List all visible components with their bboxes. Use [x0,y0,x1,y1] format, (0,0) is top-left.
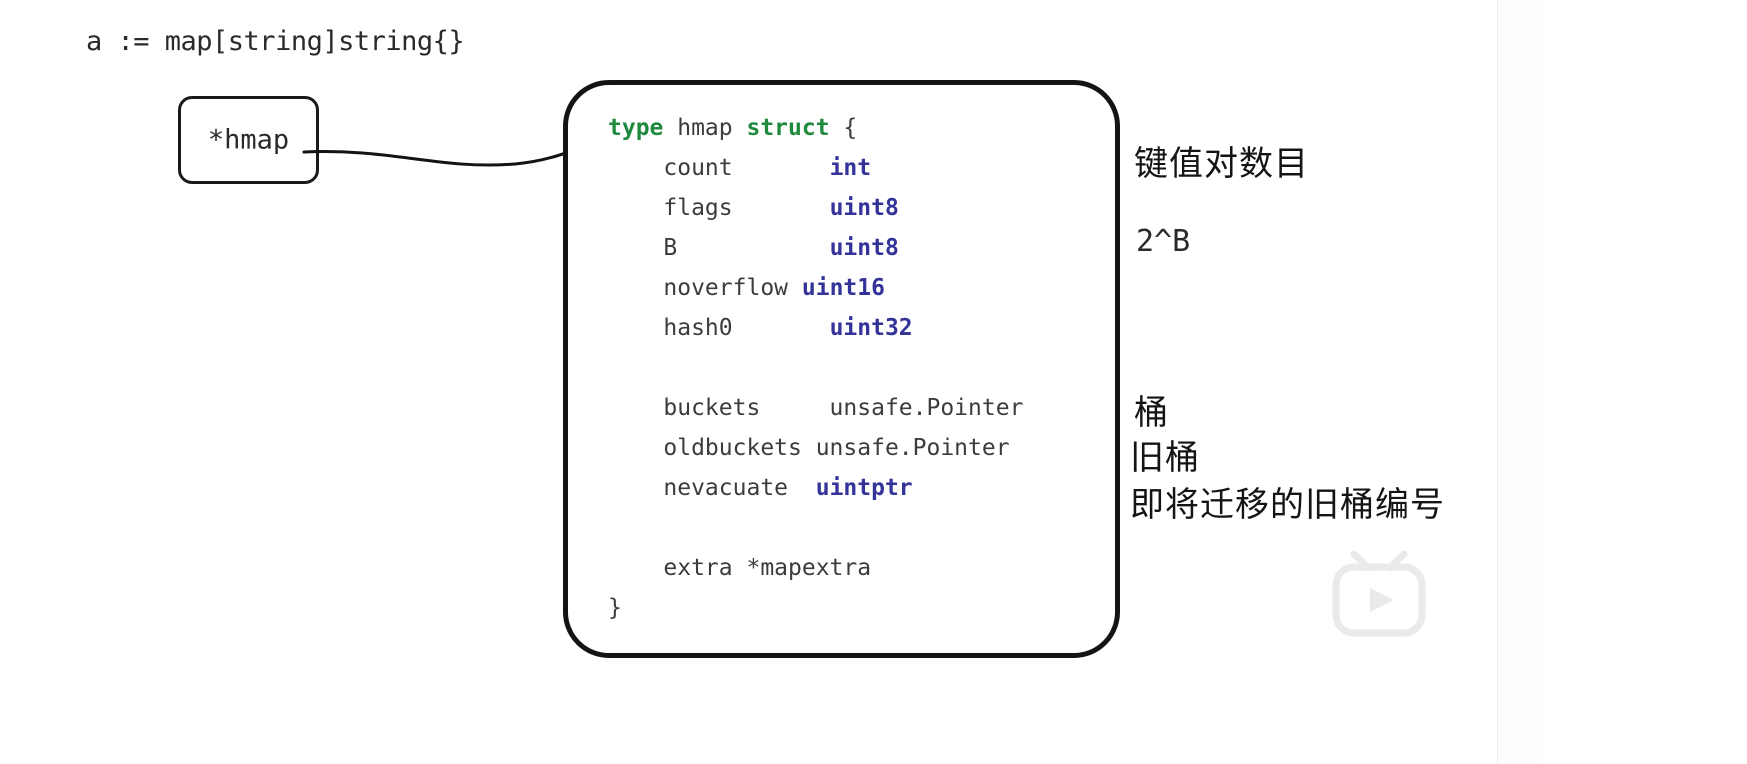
code-line: count int [608,148,1108,188]
code-token [608,355,622,381]
annotation-oldbuckets: 旧桶 [1130,438,1200,478]
annotation-b-exponent: 2^B [1136,224,1191,259]
code-token: { [829,115,858,141]
code-line: oldbuckets unsafe.Pointer [608,428,1108,468]
code-line: noverflow uint16 [608,268,1108,308]
code-line: type hmap struct { [608,108,1108,148]
code-token: hash0 [608,315,830,341]
code-line: hash0 uint32 [608,308,1108,348]
code-line [608,508,1108,548]
code-token: uintptr [815,475,913,501]
video-player-watermark-icon [1332,550,1426,637]
code-line [608,348,1108,388]
code-token: struct [746,115,830,141]
code-token: uint16 [801,275,885,301]
hmap-struct-code: type hmap struct { count int flags uint8… [608,108,1108,628]
code-line: buckets unsafe.Pointer [608,388,1108,428]
code-line: flags uint8 [608,188,1108,228]
code-token: nevacuate [608,475,816,501]
right-side-panel [1543,0,1747,764]
code-line: B uint8 [608,228,1108,268]
code-token: type [608,115,664,141]
code-line: } [608,588,1108,628]
code-token: extra *mapextra [608,555,872,581]
code-token: hmap [663,115,747,141]
annotation-nevacuate: 即将迁移的旧桶编号 [1130,485,1445,525]
code-token: flags [608,195,830,221]
hmap-pointer-box: *hmap [178,96,319,184]
code-token: buckets unsafe.Pointer [608,395,1024,421]
code-token: noverflow [608,275,802,301]
annotation-count: 键值对数目 [1134,144,1309,184]
whiteboard-canvas: a := map[string]string{} *hmap type hmap… [86,26,1445,658]
code-token: uint32 [829,315,913,341]
annotation-buckets: 桶 [1134,393,1169,433]
page-gutter [1497,0,1544,764]
hmap-pointer-label: *hmap [207,124,290,156]
code-token: } [608,595,622,621]
map-declaration-text: a := map[string]string{} [86,26,465,57]
code-token: uint8 [829,195,899,221]
code-line: nevacuate uintptr [608,468,1108,508]
code-token: B [608,235,830,261]
code-token: int [829,155,872,181]
code-token: oldbuckets unsafe.Pointer [608,435,1010,461]
code-token: count [608,155,830,181]
code-token [608,515,622,541]
code-line: extra *mapextra [608,548,1108,588]
hmap-struct-panel [563,80,1120,658]
code-token: uint8 [829,235,899,261]
